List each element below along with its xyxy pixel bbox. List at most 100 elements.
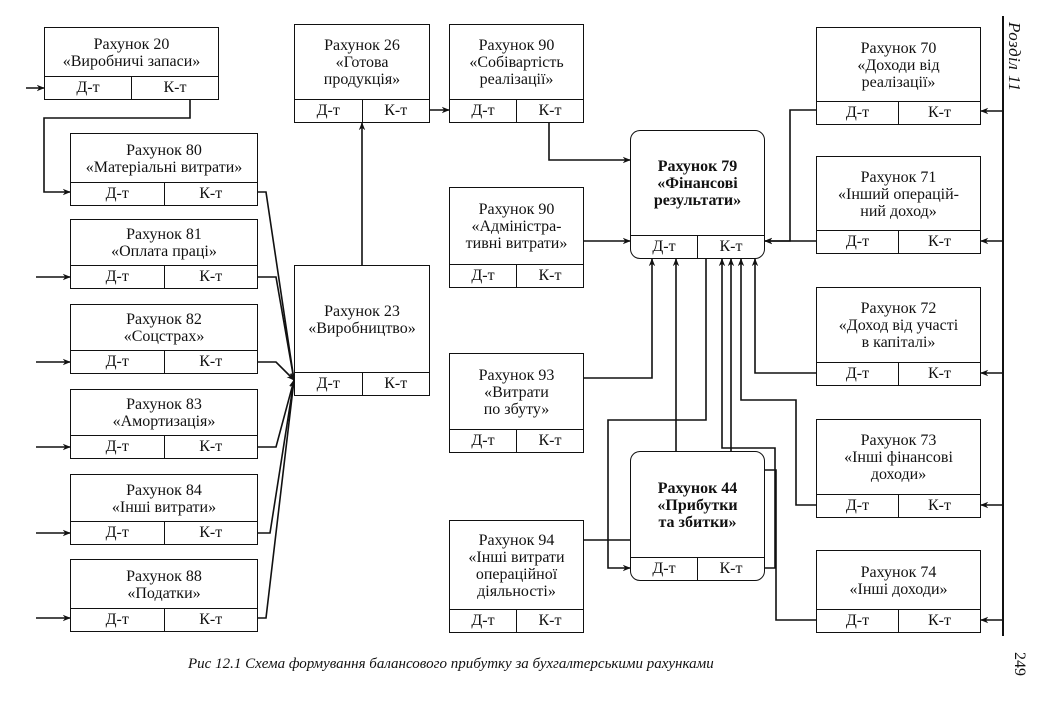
rahunok-79-title-line: Рахунок 79 [657,158,738,175]
rahunok-71-title: Рахунок 71«Інший операцій-ний доход» [817,157,980,220]
rahunok-90-sobivartist-title-line: «Собівартість [469,54,564,71]
rahunok-83-credit: К-т [163,436,258,458]
rahunok-88-title: Рахунок 88«Податки» [71,560,257,602]
rahunok-90-admin-title-line: «Адміністра- [471,218,562,235]
arrow-73-to-79 [737,258,816,506]
rahunok-94-credit: К-т [516,610,583,632]
rahunok-70-debit: Д-т [845,104,870,121]
rahunok-93-title-line: Рахунок 93 [478,366,555,384]
rahunok-88-title-line: Рахунок 88 [126,567,202,585]
rahunok-94-debit: Д-т [471,612,495,629]
rahunok-70-credit: К-т [898,102,980,124]
rahunok-83-title: Рахунок 83«Амортизація» [71,390,257,430]
arrow-93-to-79 [584,258,656,379]
rahunok-26-credit: К-т [361,100,430,122]
rahunok-90-sobivartist-debit: Д-т [471,102,495,119]
rahunok-23-debit: Д-т [316,375,340,392]
rahunok-79-debit: Д-т [652,238,676,255]
rahunok-90-sobivartist-columns: Д-т К-т [450,99,583,122]
rahunok-80-title-line: «Матеріальні витрати» [85,158,243,176]
rahunok-44-debit: Д-т [652,560,676,577]
rahunok-90-sobivartist-title-line: Рахунок 90 [478,37,555,54]
rahunok-73-title-line: доходи» [870,466,927,483]
rahunok-20-debit: Д-т [76,79,100,96]
section-label: Розділ 11 [1005,22,1024,92]
rahunok-26-title-line: Рахунок 26 [324,37,400,54]
rahunok-44-title-line: та збитки» [658,513,737,531]
rahunok-90-sobivartist-credit: К-т [516,100,583,122]
rahunok-84-credit: К-т [163,522,258,544]
rahunok-26-title-line: продукція» [323,71,401,88]
rahunok-71-credit: К-т [898,231,980,253]
rahunok-88-columns: Д-т К-т [71,608,257,631]
rahunok-74-title: Рахунок 74«Інші доходи» [817,551,980,598]
rahunok-23-title-line: «Виробництво» [308,319,416,337]
rahunok-73-debit: Д-т [845,497,870,514]
rahunok-70-columns: Д-т К-т [817,101,980,124]
rahunok-81-credit: К-т [163,266,258,288]
arrow-88-to-23 [258,379,297,619]
rahunok-72-title-line: «Доход від участі [838,317,959,334]
rahunok-44-title-line: Рахунок 44 [657,479,738,497]
rahunok-71-title-line: Рахунок 71 [860,168,937,186]
rahunok-90-admin-title-line: тивні витрати» [465,235,568,252]
rahunok-94-title-line: Рахунок 94 [478,531,555,549]
arrow-72-to-79 [751,258,816,374]
rahunok-20-title-line: Рахунок 20 [93,35,170,53]
rahunok-26-debit: Д-т [316,102,340,119]
rahunok-93-debit: Д-т [471,432,495,449]
arrow-84-to-23 [258,379,297,534]
rahunok-70-title-line: «Доходи від [857,56,940,74]
rahunok-71-title-line: ний доход» [860,202,937,220]
rahunok-79-credit: К-т [697,236,764,258]
arrow-81-to-23 [258,276,296,381]
rahunok-88-credit: К-т [163,609,258,631]
rahunok-84-title-line: Рахунок 84 [126,481,202,499]
rahunok-44-columns: Д-т К-т [631,557,764,580]
rahunok-94-title-line: діяльності» [477,582,556,600]
rahunok-79-columns: Д-т К-т [631,235,764,258]
figure-caption: Рис 12.1 Схема формування балансового пр… [188,656,714,672]
rahunok-88-debit: Д-т [105,611,129,628]
rahunok-82-title-line: Рахунок 82 [126,311,202,328]
rahunok-74-debit: Д-т [845,612,870,629]
rahunok-44-credit: К-т [697,558,764,580]
rahunok-82-title-line: «Соцстрах» [123,328,205,345]
rahunok-72-title-line: Рахунок 72 [860,300,937,317]
arrow-82-to-23 [258,361,295,381]
rahunok-84-debit: Д-т [105,524,129,541]
rahunok-23-title-line: Рахунок 23 [324,302,400,320]
rahunok-23-title: Рахунок 23«Виробництво» [295,266,429,337]
rahunok-20-title-line: «Виробничі запаси» [62,52,201,70]
rahunok-74-title-line: Рахунок 74 [860,563,937,581]
rahunok-90-admin-debit: Д-т [471,267,495,284]
rahunok-93-title-line: по збуту» [483,400,550,418]
arrow-90s-to-79 [548,123,631,164]
rahunok-94-title-line: операційної [475,565,558,583]
arrow-44-to-79 [718,258,776,569]
rahunok-74-credit: К-т [898,610,980,632]
arrow-70-to-79 [764,109,816,245]
rahunok-72-debit: Д-т [845,365,870,382]
rahunok-90-sobivartist-title-line: реалізації» [479,71,554,88]
rahunok-23-credit: К-т [361,373,430,395]
